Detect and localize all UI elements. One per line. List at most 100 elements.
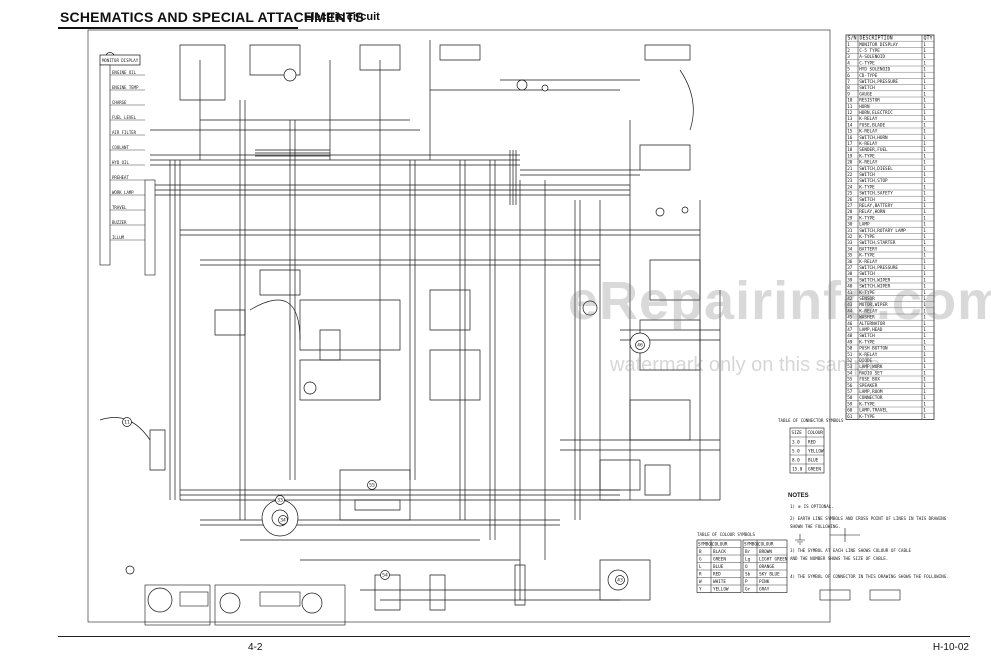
page-number: 4-2 [248, 642, 263, 653]
colour-table-colour: SKY BLUE [759, 572, 780, 578]
parts-table-cell: SWITCH,ROTARY LAMP [859, 228, 906, 234]
monitor-item-label: ENGINE OIL [112, 70, 137, 75]
parts-table-cell: 1 [923, 141, 926, 147]
size-table-cell: 15.0 [792, 467, 803, 473]
parts-table-cell: 1 [923, 358, 926, 364]
callout-number: 54 [382, 573, 388, 579]
parts-table-cell: 1 [923, 321, 926, 327]
parts-table-cell: SWITCH [859, 197, 875, 203]
size-table-cell: BLUE [808, 458, 819, 464]
parts-table-cell: 1 [923, 116, 926, 122]
cross-point-icon [830, 528, 860, 542]
connector-symbol-icon [819, 589, 851, 601]
parts-table-cell: C-5 TYPE [859, 48, 880, 54]
parts-table-cell: 32 [847, 234, 853, 240]
parts-table-cell: 40 [847, 284, 853, 290]
page-subtitle: Electric circuit [304, 11, 380, 23]
parts-table-cell: 59 [847, 401, 853, 407]
parts-table-cell: 1 [923, 401, 926, 407]
component-callout: 33 [275, 495, 285, 505]
parts-table-cell: K-TYPE [859, 414, 875, 420]
parts-table-cell: 43 [847, 302, 853, 308]
notes-line: 4) THE SYMBOL OF CONNECTOR IN THIS DRAWI… [790, 574, 949, 579]
parts-table-cell: 1 [923, 172, 926, 178]
header-rule [58, 27, 298, 29]
parts-table-cell: 14 [847, 122, 853, 128]
parts-table-cell: 1 [923, 265, 926, 271]
parts-table-cell: 51 [847, 352, 853, 358]
parts-table-cell: 57 [847, 389, 853, 395]
parts-table-cell: 6 [847, 73, 850, 79]
colour-table-symbol: Sb [745, 572, 751, 578]
parts-table-cell: 1 [923, 296, 926, 302]
monitor-item-label: TRAVEL [112, 205, 127, 210]
parts-table-cell: RADIO SET [859, 370, 883, 376]
parts-table-cell: LAMP,HEAD [859, 327, 883, 333]
parts-table-cell: 27 [847, 203, 853, 209]
callout-number: 11 [124, 420, 130, 426]
parts-table-cell: 1 [923, 129, 926, 135]
parts-table-cell: HORN [859, 104, 870, 110]
parts-table-cell: 1 [923, 383, 926, 389]
parts-table-cell: HYD SOLENOID [859, 67, 890, 73]
parts-table-cell: K-RELAY [859, 160, 878, 166]
parts-table-cell: 1 [923, 178, 926, 184]
parts-table-cell: 1 [923, 135, 926, 141]
colour-table-header: COLOUR [758, 541, 774, 547]
parts-table-cell: 1 [923, 48, 926, 54]
parts-table-cell: 55 [847, 377, 853, 383]
parts-table-cell: GAUGE [859, 91, 872, 97]
parts-table-cell: 1 [923, 346, 926, 352]
colour-table-colour: BLUE [713, 564, 724, 570]
parts-table-cell: SWITCH,DIESEL [859, 166, 893, 172]
parts-table-cell: K-TYPE [859, 184, 875, 190]
parts-table-cell: 30 [847, 222, 853, 228]
parts-table-cell: 58 [847, 395, 853, 401]
parts-table-cell: K-RELAY [859, 129, 878, 135]
size-table-title: TABLE OF CONNECTOR SYMBOLS [778, 418, 844, 423]
document-code: H-10-02 [932, 642, 969, 653]
parts-table-cell: 1 [847, 42, 850, 48]
parts-table-cell: K-RELAY [859, 259, 878, 265]
parts-table-cell: 4 [847, 60, 850, 66]
parts-table-cell: K-RELAY [859, 352, 878, 358]
parts-table-cell: 1 [923, 259, 926, 265]
parts-table-cell: 1 [923, 98, 926, 104]
parts-table-cell: BATTERY [859, 246, 878, 252]
component-callout: 54 [380, 570, 390, 580]
callout-number: 43 [617, 578, 623, 584]
parts-table-cell: 52 [847, 358, 853, 364]
size-table-cell: YELLOW [808, 449, 824, 455]
parts-table-cell: 1 [923, 191, 926, 197]
size-table-header: SIZE [792, 430, 803, 436]
parts-table-cell: LAMP,TRAVEL [859, 408, 888, 414]
parts-table-cell: FUSE,BLADE [859, 122, 885, 128]
parts-table-cell: 56 [847, 383, 853, 389]
parts-table-cell: 1 [923, 253, 926, 259]
parts-table-cell: SWITCH,PRESSURE [859, 265, 898, 271]
colour-table-symbol: O [745, 564, 748, 570]
colour-table-symbol: Y [699, 587, 702, 593]
parts-table-cell: K-RELAY [859, 116, 878, 122]
parts-table-header: DESCRIPTION [860, 36, 893, 42]
parts-table-cell: 12 [847, 110, 853, 116]
parts-table-cell: SWITCH,WIPER [859, 277, 890, 283]
parts-table-cell: SWITCH,HORN [859, 135, 888, 141]
colour-table-title: TABLE OF COLOUR SYMBOLS [697, 532, 755, 537]
parts-table-cell: CD-TYPE [859, 73, 878, 79]
parts-table-cell: 20 [847, 160, 853, 166]
parts-table-cell: 16 [847, 135, 853, 141]
parts-table-cell: 28 [847, 209, 853, 215]
parts-table-cell: K-TYPE [859, 253, 875, 259]
colour-table-colour: BLACK [713, 549, 726, 555]
notes-line: AND THE NUMBER SHOWS THE SIZE OF CABLE. [790, 556, 888, 561]
parts-table-cell: 1 [923, 166, 926, 172]
parts-table-cell: 1 [923, 160, 926, 166]
parts-table-cell: 1 [923, 315, 926, 321]
callout-number: 33 [277, 498, 283, 504]
